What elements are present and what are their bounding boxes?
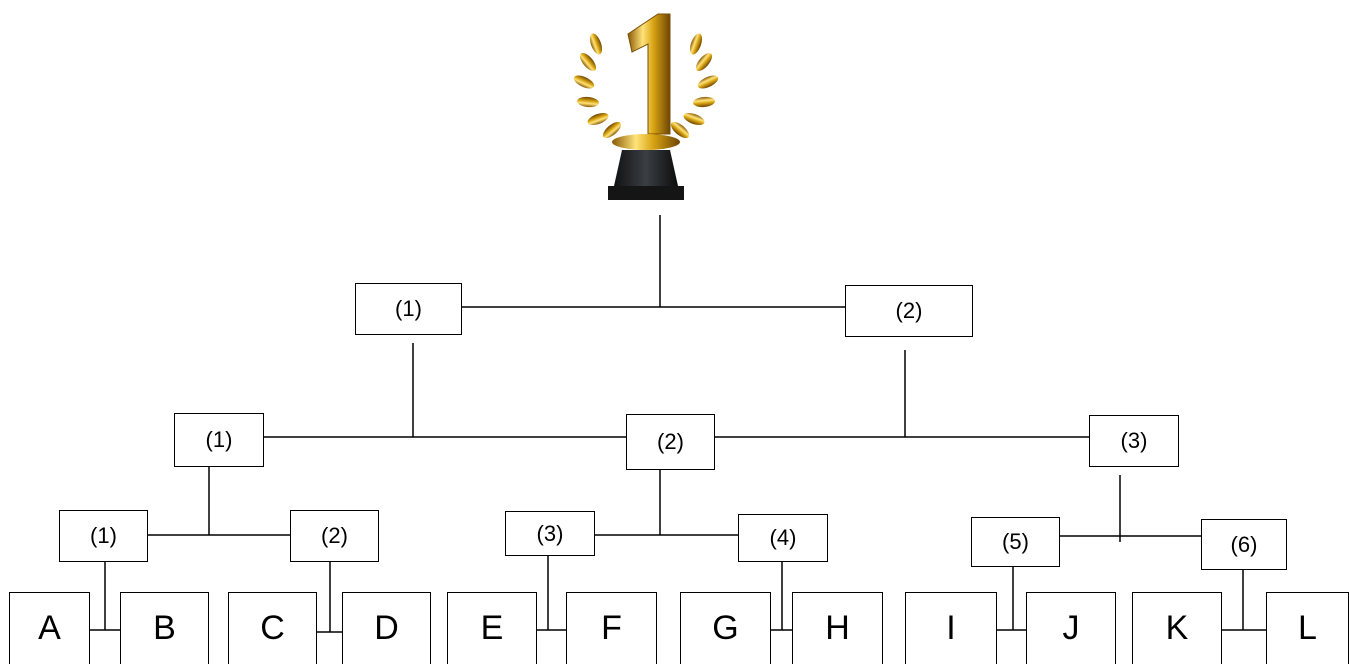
quarterfinal-slot-4-label: (4) bbox=[770, 525, 797, 551]
team-k-label: K bbox=[1166, 609, 1189, 648]
team-f: F bbox=[566, 592, 657, 664]
team-h-label: H bbox=[825, 609, 850, 648]
semifinal-slot-1-label: (1) bbox=[206, 427, 233, 453]
team-b-label: B bbox=[153, 609, 176, 648]
team-i: I bbox=[905, 592, 997, 664]
team-l-label: L bbox=[1298, 609, 1317, 648]
team-d: D bbox=[342, 592, 431, 664]
team-g: G bbox=[680, 592, 771, 664]
semifinal-slot-2-label: (2) bbox=[657, 429, 684, 455]
team-b: B bbox=[120, 592, 209, 664]
quarterfinal-slot-5: (5) bbox=[971, 517, 1060, 567]
quarterfinal-slot-4: (4) bbox=[738, 514, 828, 562]
quarterfinal-slot-1-label: (1) bbox=[90, 523, 117, 549]
team-d-label: D bbox=[374, 609, 399, 648]
semifinal-slot-2: (2) bbox=[626, 414, 715, 470]
team-j: J bbox=[1026, 592, 1116, 664]
quarterfinal-slot-2: (2) bbox=[290, 510, 379, 562]
quarterfinal-slot-2-label: (2) bbox=[321, 523, 348, 549]
team-e: E bbox=[447, 592, 537, 664]
semifinal-slot-3: (3) bbox=[1089, 415, 1179, 467]
final-slot-1: (1) bbox=[355, 283, 462, 335]
quarterfinal-slot-6-label: (6) bbox=[1231, 532, 1258, 558]
team-i-label: I bbox=[946, 609, 955, 648]
team-h: H bbox=[792, 592, 883, 664]
team-a: A bbox=[9, 592, 90, 664]
team-l: L bbox=[1266, 592, 1349, 664]
first-place-trophy-icon bbox=[566, 4, 726, 209]
team-j-label: J bbox=[1063, 609, 1080, 648]
final-slot-1-label: (1) bbox=[395, 296, 422, 322]
team-c: C bbox=[228, 592, 317, 664]
final-slot-2: (2) bbox=[845, 285, 973, 337]
quarterfinal-slot-3-label: (3) bbox=[537, 521, 564, 547]
semifinal-slot-3-label: (3) bbox=[1121, 428, 1148, 454]
team-g-label: G bbox=[712, 609, 738, 648]
quarterfinal-slot-1: (1) bbox=[59, 510, 148, 562]
team-f-label: F bbox=[601, 609, 622, 648]
semifinal-slot-1: (1) bbox=[174, 413, 264, 467]
final-slot-2-label: (2) bbox=[896, 298, 923, 324]
quarterfinal-slot-5-label: (5) bbox=[1002, 529, 1029, 555]
team-c-label: C bbox=[260, 609, 285, 648]
team-e-label: E bbox=[481, 609, 504, 648]
team-a-label: A bbox=[38, 609, 61, 648]
quarterfinal-slot-6: (6) bbox=[1201, 519, 1287, 570]
quarterfinal-slot-3: (3) bbox=[505, 511, 595, 556]
team-k: K bbox=[1132, 592, 1222, 664]
